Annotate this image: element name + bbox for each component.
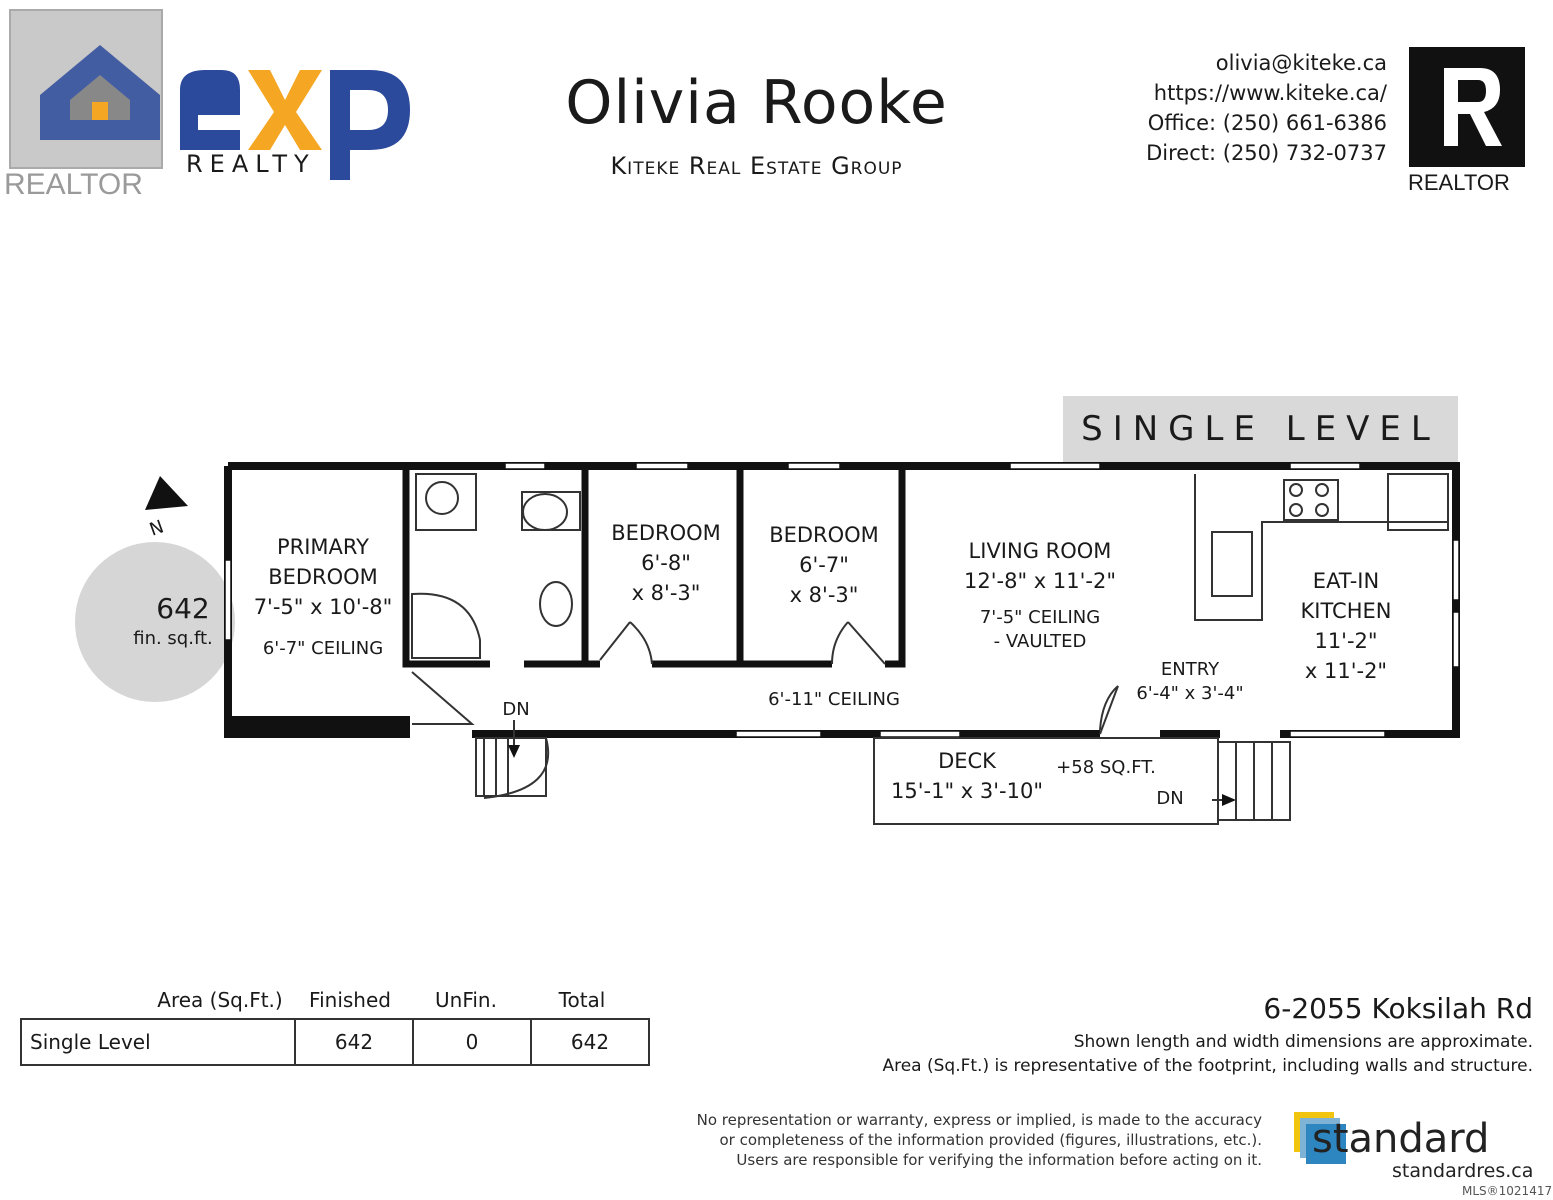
floor-plan [75,462,1460,825]
bedroom-1-label: BEDROOM 6'-8" x 8'-3" [611,521,721,605]
table-header-area: Area (Sq.Ft.) [157,988,283,1012]
table-cell-unfin: 0 [412,1018,532,1066]
mls-number: MLS®1021417 [1462,1184,1553,1198]
realtor-r-logo [1409,47,1525,167]
area-badge-value: 642 [156,592,210,625]
brand-realty-text: REALTY [186,150,316,178]
stairs-arrow-icon [508,745,520,758]
entry-label: ENTRY 6'-4" x 3'-4" [1136,659,1244,704]
table-cell-level: Single Level [20,1018,296,1066]
exp-realty-logo [9,9,410,180]
agent-name: Olivia Rooke [565,68,948,138]
stairs-dn-right: DN [1156,788,1184,809]
level-banner: SINGLE LEVEL [1063,396,1458,462]
stairs-dn-left: DN [502,699,530,720]
primary-bedroom-ceiling: 6'-7" CEILING [262,638,384,659]
table-header-finished: Finished [309,988,391,1012]
deck-label: DECK 15'-1" x 3'-10" [891,749,1043,803]
contact-email[interactable]: olivia@kiteke.ca [1215,51,1387,75]
area-badge-unit: fin. sq.ft. [133,628,213,649]
table-header-unfin: UnFin. [435,988,497,1012]
realtor-right-text: REALTOR [1408,170,1510,195]
primary-bedroom-label: PRIMARY BEDROOM 7'-5" x 10'-8" [253,535,393,619]
area-circle [75,542,235,702]
company-name: standard [1312,1116,1490,1162]
table-row: Single Level 642 0 642 [20,1018,650,1066]
living-room-ceiling: 7'-5" CEILING - VAULTED [979,607,1101,652]
living-room-label: LIVING ROOM 12'-8" x 11'-2" [964,539,1116,593]
contact-direct: Direct: (250) 732-0737 [1146,141,1387,165]
property-address: 6-2055 Koksilah Rd [1263,992,1533,1025]
hall-ceiling-label: 6'-11" CEILING [768,689,900,710]
agent-team: Kiteke Real Estate Group [610,152,903,180]
table-header-total: Total [558,988,606,1012]
disclaimer: No representation or warranty, express o… [696,1111,1262,1169]
standard-logo-icon [1294,1112,1346,1164]
company-url[interactable]: standardres.ca [1392,1160,1534,1182]
contact-block: olivia@kiteke.ca https://www.kiteke.ca/ … [1146,48,1387,168]
kitchen-label: EAT-IN KITCHEN 11'-2" x 11'-2" [1300,569,1392,683]
area-table: Single Level 642 0 642 [20,1018,650,1066]
contact-website[interactable]: https://www.kiteke.ca/ [1153,81,1387,105]
realtor-left-text: REALTOR [4,168,143,201]
table-cell-total: 642 [530,1018,650,1066]
compass-icon [145,476,188,510]
deck-extra-label: +58 SQ.FT. [1056,757,1156,778]
table-cell-finished: 642 [294,1018,414,1066]
bedroom-2-label: BEDROOM 6'-7" x 8'-3" [769,523,879,607]
dimension-notes: Shown length and width dimensions are ap… [882,1032,1533,1076]
contact-office: Office: (250) 661-6386 [1147,111,1387,135]
